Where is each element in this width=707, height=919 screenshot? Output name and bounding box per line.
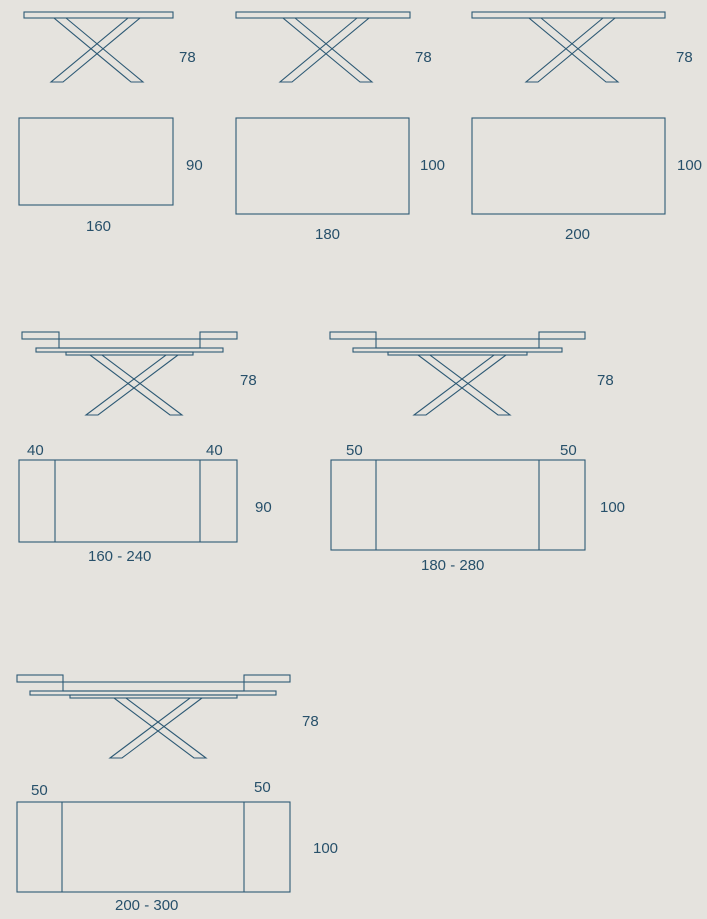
table-4-ext-left-label: 40 bbox=[27, 442, 44, 459]
table-3-length-label: 200 bbox=[565, 226, 591, 243]
table-6-side-view bbox=[16, 674, 291, 759]
table-4-plan-view bbox=[18, 459, 238, 543]
table-1-depth-label: 90 bbox=[186, 157, 203, 174]
extension-leaf-right bbox=[199, 331, 238, 340]
extension-leaf-right bbox=[538, 331, 586, 340]
table-6-depth-label: 100 bbox=[313, 840, 339, 857]
table-1-height-label: 78 bbox=[179, 49, 196, 66]
table-4-height-label: 78 bbox=[240, 372, 257, 389]
extension-rail bbox=[35, 347, 224, 353]
table-3-top bbox=[471, 11, 666, 19]
x-legs bbox=[84, 354, 184, 416]
table-6-ext-right-label: 50 bbox=[254, 779, 271, 796]
x-legs bbox=[49, 17, 145, 83]
table-6-height-label: 78 bbox=[302, 713, 319, 730]
table-3-plan-view bbox=[471, 117, 666, 215]
table-5-length-label: 180 - 280 bbox=[421, 557, 485, 574]
extension-leaf-right bbox=[243, 674, 291, 683]
table-5-top bbox=[375, 338, 540, 349]
table-3-side-view bbox=[471, 11, 666, 83]
table-2-side-view bbox=[235, 11, 411, 83]
extension-leaf-left bbox=[21, 331, 60, 340]
x-legs bbox=[278, 17, 374, 83]
x-legs bbox=[108, 697, 208, 759]
table-4-ext-right-label: 40 bbox=[206, 442, 223, 459]
table-1-top bbox=[23, 11, 174, 19]
extension-rail bbox=[352, 347, 563, 353]
table-3-height-label: 78 bbox=[676, 49, 693, 66]
table-5-depth-label: 100 bbox=[600, 499, 626, 516]
table-2-top bbox=[235, 11, 411, 19]
table-1-plan-view bbox=[18, 117, 174, 206]
apron bbox=[65, 351, 194, 356]
table-5-ext-right-label: 50 bbox=[560, 442, 577, 459]
table-1-side-view bbox=[23, 11, 174, 83]
table-3-depth-label: 100 bbox=[677, 157, 703, 174]
extension-leaf-left bbox=[16, 674, 64, 683]
table-4-side-view bbox=[21, 331, 238, 416]
apron bbox=[69, 694, 238, 699]
table-6-length-label: 200 - 300 bbox=[115, 897, 179, 914]
x-legs bbox=[524, 17, 620, 83]
table-5-height-label: 78 bbox=[597, 372, 614, 389]
x-legs bbox=[412, 354, 512, 416]
table-2-height-label: 78 bbox=[415, 49, 432, 66]
table-2-length-label: 180 bbox=[315, 226, 341, 243]
table-2-depth-label: 100 bbox=[420, 157, 446, 174]
apron bbox=[387, 351, 528, 356]
table-4-top bbox=[58, 338, 201, 349]
table-6-top bbox=[62, 681, 245, 692]
table-2-plan-view bbox=[235, 117, 410, 215]
extension-leaf-left bbox=[329, 331, 377, 340]
table-5-plan-view bbox=[330, 459, 586, 551]
table-6-ext-left-label: 50 bbox=[31, 782, 48, 799]
table-4-depth-label: 90 bbox=[255, 499, 272, 516]
table-5-ext-left-label: 50 bbox=[346, 442, 363, 459]
table-4-length-label: 160 - 240 bbox=[88, 548, 152, 565]
table-5-side-view bbox=[329, 331, 586, 416]
table-6-plan-view bbox=[16, 801, 291, 893]
extension-rail bbox=[29, 690, 277, 696]
table-1-length-label: 160 bbox=[86, 218, 112, 235]
